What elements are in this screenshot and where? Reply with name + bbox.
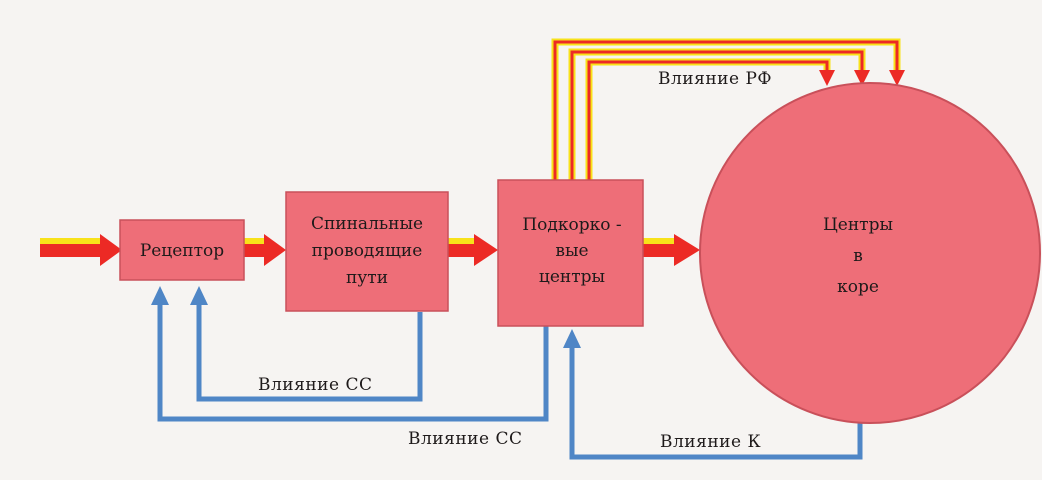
arrow-subcortical-to-cortex <box>643 234 700 266</box>
cortex-label-line-1: Центры <box>823 215 893 235</box>
rf-influence-label: Влияние РФ <box>658 69 772 89</box>
cortex-node: Центры в коре <box>699 82 1041 424</box>
feedback-pathways <box>157 304 863 460</box>
cortex-label-line-2: в <box>853 246 863 266</box>
k-feedback-line <box>569 347 863 460</box>
subcortical-label-line-3: центры <box>539 267 605 287</box>
cc-outer-influence-label: Влияние СС <box>408 429 523 449</box>
arrow-receptor-to-spinal <box>244 234 286 266</box>
input-arrow <box>40 234 122 266</box>
receptor-node: Рецептор <box>119 219 245 281</box>
cortex-label-line-3: коре <box>837 277 879 297</box>
subcortical-centers-node: Подкорко - вые центры <box>497 179 644 327</box>
spinal-pathways-node: Спинальные проводящие пути <box>285 191 449 312</box>
forward-pathway <box>40 234 700 266</box>
arrow-spinal-to-subcortical <box>447 234 498 266</box>
spinal-label-line-2: проводящие <box>312 241 423 261</box>
cc-inner-influence-label: Влияние СС <box>258 375 373 395</box>
subcortical-label-line-1: Подкорко - <box>522 215 621 235</box>
cc-inner-feedback-line <box>196 304 423 402</box>
k-influence-label: Влияние К <box>660 432 761 452</box>
cc-outer-feedback-line <box>157 304 549 422</box>
spinal-label-line-3: пути <box>346 268 388 288</box>
rf-pathway <box>551 38 905 180</box>
subcortical-label-line-2: вые <box>555 241 588 261</box>
feedback-arrowheads <box>151 286 581 348</box>
receptor-label: Рецептор <box>140 241 224 261</box>
spinal-label-line-1: Спинальные <box>311 214 423 234</box>
